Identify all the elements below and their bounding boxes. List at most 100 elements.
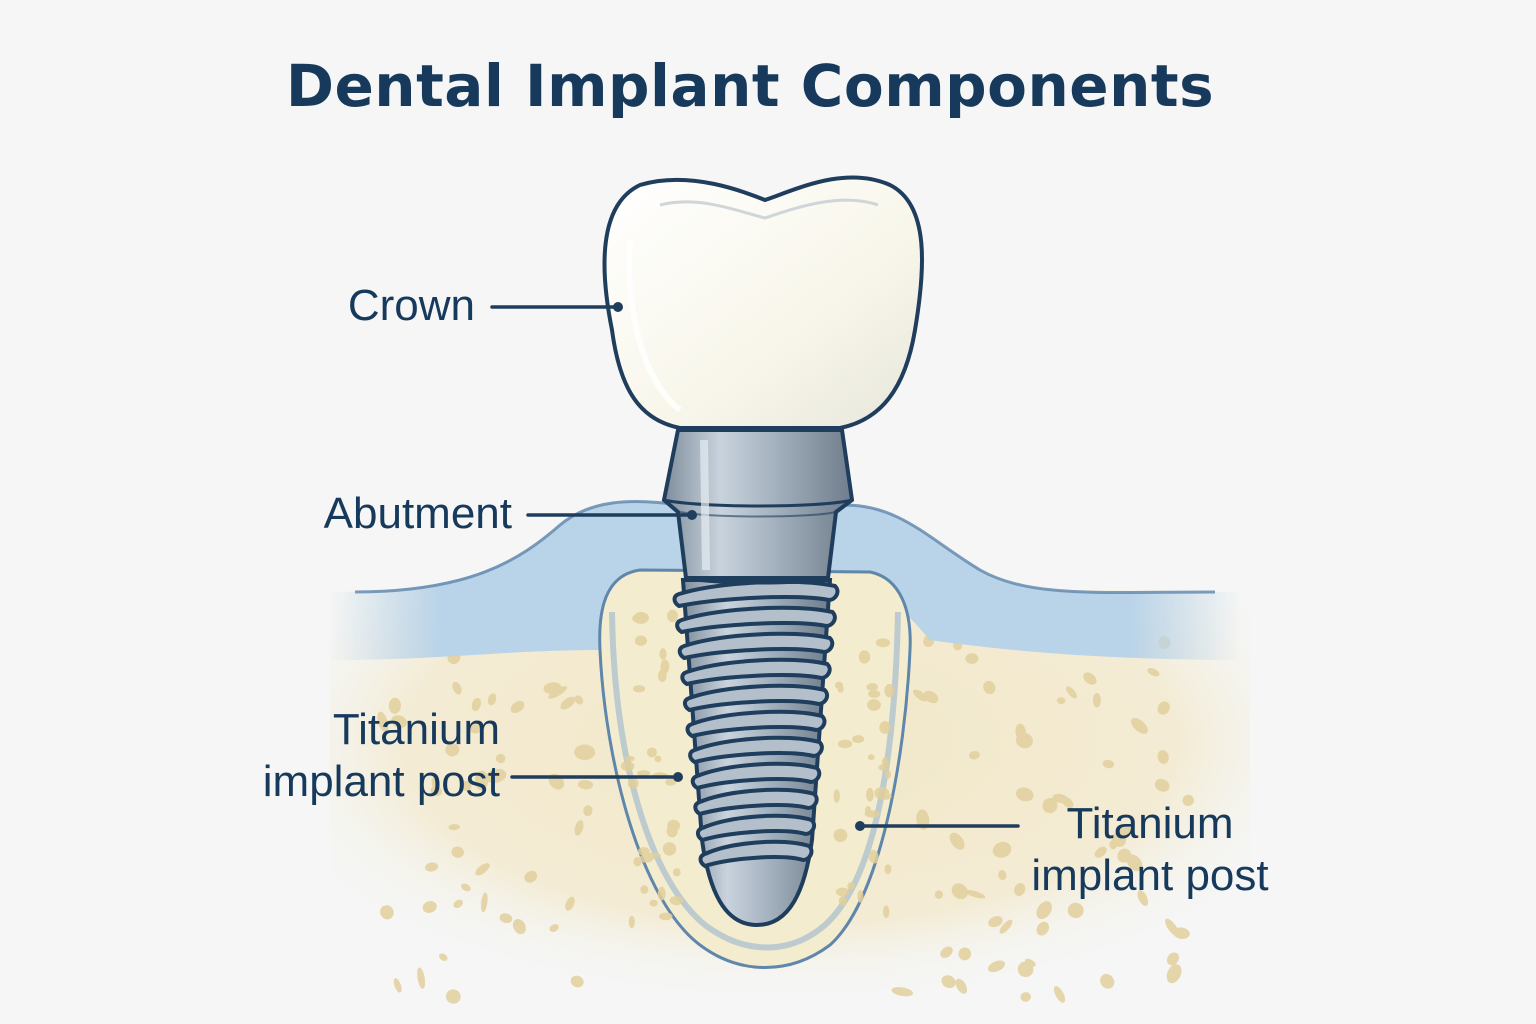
bone-spot [560,696,576,710]
bone-spot [422,901,437,913]
bone-spot [835,887,850,897]
bone-spot [657,669,667,682]
bone-spot [858,650,871,664]
bone-spot [628,915,635,929]
bone-spot [866,787,874,802]
implant-thread [685,709,827,739]
bone-spot [866,683,878,691]
titanium-implant-post [672,578,840,928]
bone-spot [838,895,848,906]
bone-spot [495,753,506,764]
bone-spot [1165,918,1180,937]
bone-spot [1126,854,1143,872]
bone-spot [940,946,953,959]
bone-spot [460,780,472,791]
label-abutment-text: Abutment [323,489,512,538]
label-crown: Crown [280,280,475,332]
bone-spot [1015,787,1034,802]
bone-spot [667,609,678,623]
bone-spot [461,883,471,892]
bone-spot [646,747,657,758]
implant-thread [698,839,814,869]
bone-spot [380,905,394,920]
bone-spot [833,828,848,843]
bone-spot [1112,832,1126,847]
bone-spot [633,685,646,693]
bone-spot [837,739,853,749]
bone-texture [377,634,1194,1004]
bone-spot [548,686,568,699]
bone-spot [852,735,865,744]
bone-spot [439,953,448,961]
label-crown-text: Crown [347,281,475,330]
bone-spot [659,912,673,921]
bone-spot [1053,985,1066,1003]
diagram-title: Dental Implant Components [285,52,1215,120]
bone-spot [868,690,881,698]
bone-spot [624,755,635,762]
bone-spot [549,924,559,932]
bone-spot [837,685,844,693]
bone-spot [1052,793,1069,804]
bone-spot [620,761,635,772]
bone-spot [377,711,389,733]
bone-spot [884,683,895,698]
bone-spot [1036,921,1049,936]
label-post-left-line2: implant post [262,757,500,806]
label-post-right-line1: Titanium [1066,799,1234,848]
bone-spot [1166,964,1182,984]
bone-spot [955,978,968,994]
bone-spot [983,680,996,695]
bone-spot [638,847,650,856]
bone-spot [451,846,464,858]
bone-spot [1157,749,1169,765]
bone-spot [475,863,490,876]
bone-spot [667,819,680,832]
bone-spot [988,916,1003,928]
bone-spot [637,770,651,777]
bone-spot [1083,672,1097,685]
bone-spot [487,693,497,706]
bone-spot [393,978,402,993]
bone-spot [875,638,891,648]
bone-spot [1094,846,1107,858]
bone-spot [884,864,892,874]
bone-spot [474,770,489,791]
bone-spot [1131,717,1148,734]
bone-spot [445,743,460,757]
implant-thread [682,683,830,713]
bone-spot [1092,693,1101,708]
bone-spot [965,653,979,664]
bone-spot [453,899,463,908]
implant-threads [672,579,840,869]
implant-thread [690,761,822,791]
label-post-right-line2: implant post [1031,851,1269,900]
label-abutment: Abutment [250,488,512,540]
bone-spot [499,913,513,924]
bone-spot [574,695,584,705]
bone-spot [867,754,875,761]
bone-spot [958,947,972,961]
bone-spot [673,868,681,877]
bone-spot [632,613,648,624]
bone-spot [657,886,666,901]
bone-spot [634,635,648,646]
bone-spot [877,793,892,800]
bone-spot [669,895,684,906]
bone-spot [425,862,439,872]
bone-spot [627,777,639,790]
bone-spot [1014,883,1026,896]
bone-spot [878,764,889,771]
bone-spot [949,832,965,850]
bone-spot [987,960,1006,973]
bone-spot [430,785,443,796]
bone-spot [445,989,461,1004]
bone-spot [999,919,1013,934]
bone-spot [1017,961,1034,978]
bone-spot [480,892,488,913]
bone-spot [510,700,525,714]
bone-spot [577,779,594,790]
bone-spot [1015,732,1033,749]
label-post-right: Titanium implant post [1000,798,1300,902]
